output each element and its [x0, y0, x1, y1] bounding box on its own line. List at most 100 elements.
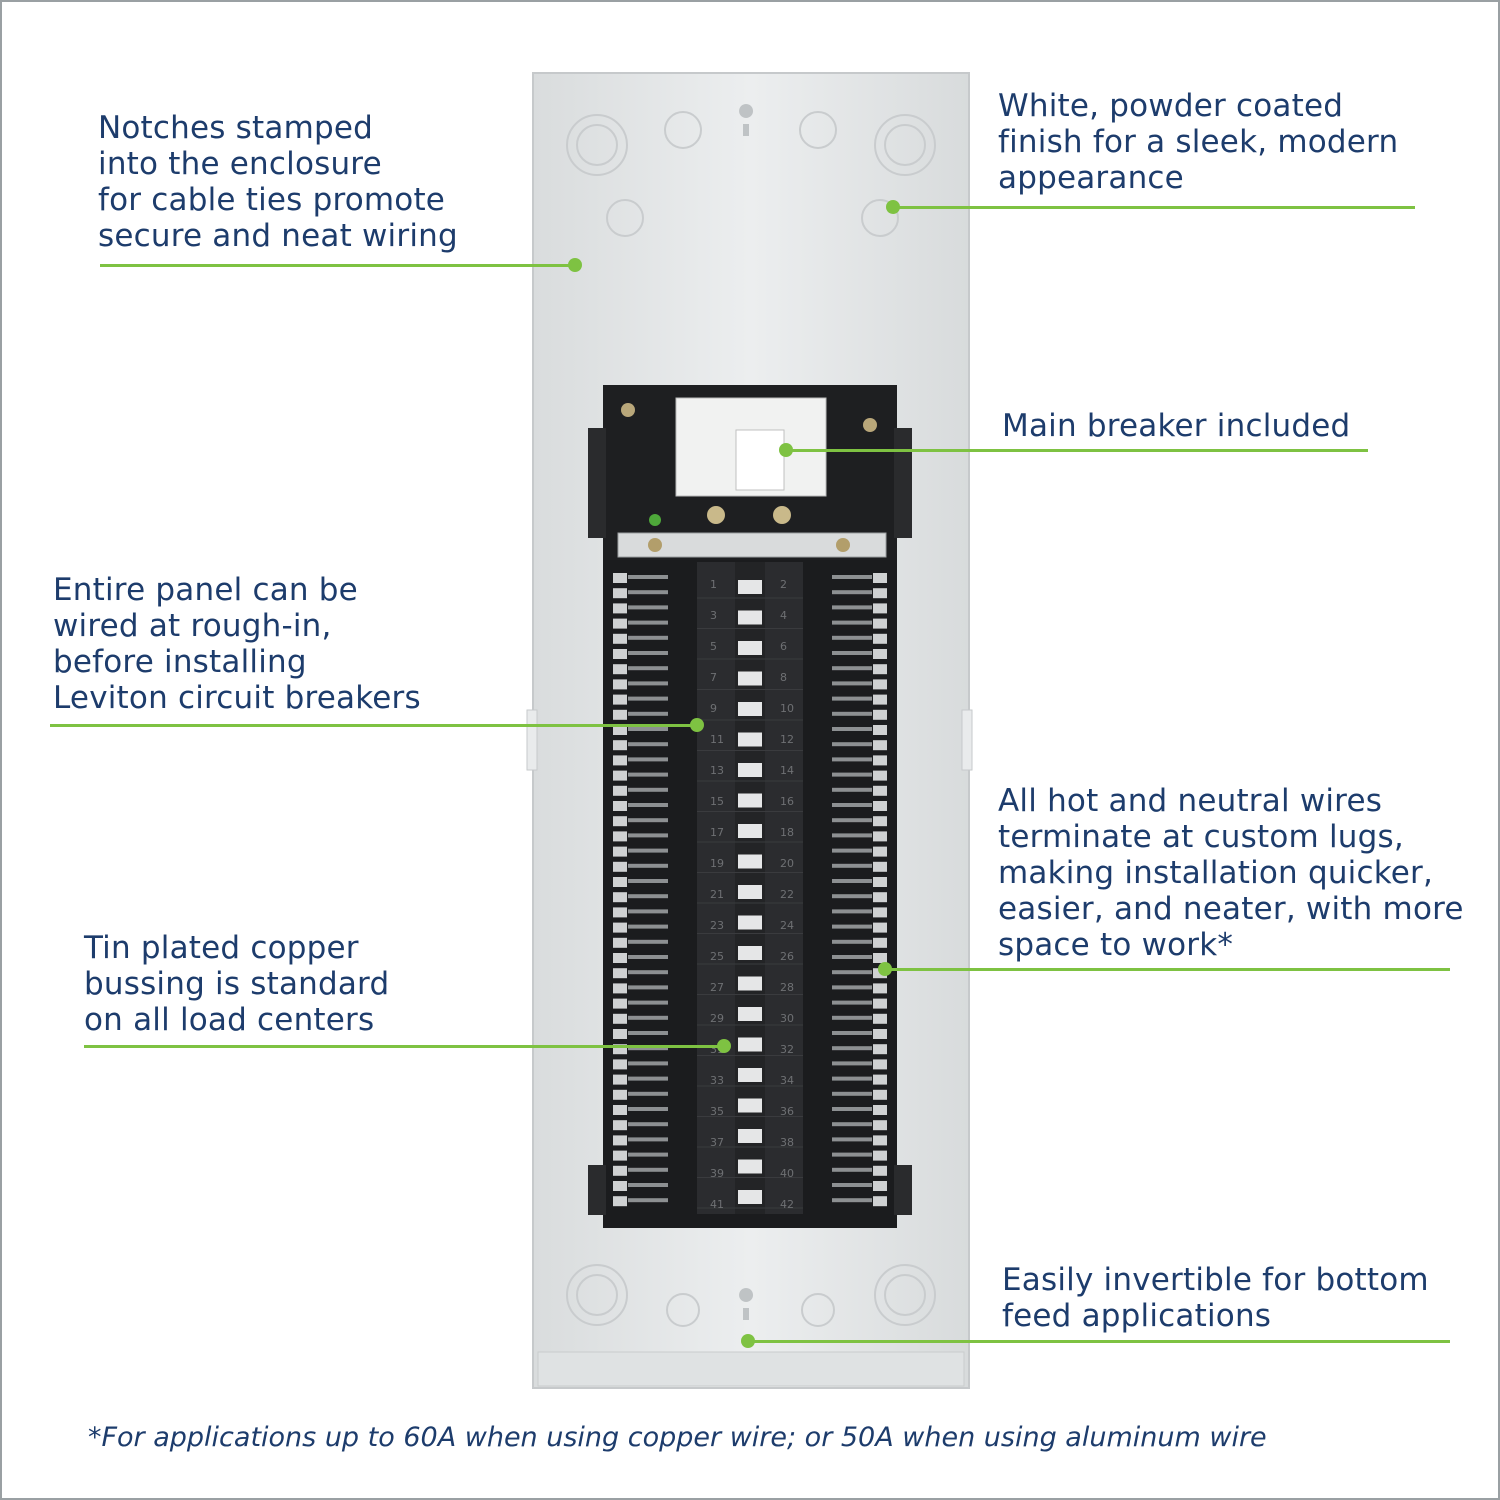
callout-lugs: All hot and neutral wires terminate at c…	[998, 783, 1464, 963]
lug-right	[873, 953, 887, 963]
lug-left	[613, 831, 627, 842]
circuit-number-right: 12	[780, 733, 794, 746]
lug-screw-left	[628, 818, 668, 823]
lug-screw-left	[628, 863, 668, 868]
bus-stab	[738, 885, 762, 899]
lug-right	[873, 1089, 887, 1100]
lug-left	[613, 1089, 627, 1100]
lug-screw-right	[832, 833, 872, 838]
circuit-number-right: 42	[780, 1198, 794, 1211]
lug-right	[873, 816, 887, 827]
lug-screw-left	[628, 1183, 668, 1187]
lug-screw-right	[832, 727, 872, 731]
leader-rough-in	[50, 724, 697, 727]
callout-lugs-line-4: easier, and neater, with more	[998, 891, 1464, 927]
lug-screw-right	[832, 1137, 872, 1142]
lug-screw-left	[628, 1152, 668, 1157]
bus-stab	[738, 1190, 762, 1204]
lug-screw-left	[628, 1046, 668, 1051]
lug-right	[873, 877, 887, 887]
lug-right	[873, 1074, 887, 1085]
bus-stab	[738, 702, 762, 716]
pointer-dot-lugs	[878, 962, 892, 976]
pointer-dot-finish	[886, 200, 900, 214]
lug-screw-right	[832, 711, 872, 716]
lug-left	[613, 922, 627, 933]
leader-lugs	[885, 968, 1450, 971]
lug-left	[613, 664, 627, 675]
circuit-number-right: 8	[780, 671, 787, 684]
lug-left	[613, 861, 627, 872]
lug-right	[873, 664, 887, 675]
lug-right	[873, 1013, 887, 1024]
pointer-dot-notches	[568, 258, 582, 272]
bus-stab	[738, 824, 762, 838]
lug-left	[613, 1120, 627, 1131]
lug-left	[613, 770, 627, 781]
pointer-dot-invertible	[741, 1334, 755, 1348]
callout-main-breaker: Main breaker included	[1002, 408, 1350, 444]
bus-stab	[738, 976, 762, 991]
lug-screw-left	[628, 955, 668, 959]
lug-screw-right	[832, 848, 872, 853]
lug-left	[613, 1165, 627, 1176]
lug-screw-left	[628, 1167, 668, 1172]
lug-left	[613, 953, 627, 963]
lug-screw-right	[832, 803, 872, 807]
bus-stab	[738, 763, 762, 777]
lug-right	[873, 1059, 887, 1070]
circuit-number-left: 33	[710, 1074, 724, 1087]
circuit-number-right: 28	[780, 981, 794, 994]
callout-notches-line-3: for cable ties promote	[98, 182, 446, 218]
lug-left	[613, 892, 627, 903]
callout-rough-in-line-4: Leviton circuit breakers	[53, 680, 421, 716]
lug-left	[613, 907, 627, 918]
lug-screw-right	[832, 590, 872, 595]
lug-right	[873, 633, 887, 644]
lug-screw-left	[628, 575, 668, 579]
lug-right	[873, 740, 887, 751]
callout-rough-in-line-1: Entire panel can be	[53, 572, 358, 608]
lug-screw-left	[628, 772, 668, 777]
lug-screw-right	[832, 757, 872, 762]
lug-left	[613, 740, 627, 751]
lug-left	[613, 725, 627, 735]
lug-left	[613, 1059, 627, 1070]
circuit-number-right: 34	[780, 1074, 794, 1087]
bus-stab	[738, 580, 762, 594]
lug-screw-left	[628, 894, 668, 899]
keyhole-bottom	[739, 1288, 754, 1320]
lug-right	[873, 1044, 887, 1055]
lug-left	[613, 1181, 627, 1191]
lug-right	[873, 679, 887, 690]
circuit-number-left: 7	[710, 671, 717, 684]
circuit-number-right: 16	[780, 795, 794, 808]
lug-left	[613, 877, 627, 887]
lug-left	[613, 983, 627, 994]
leader-notches	[100, 264, 575, 267]
lug-screw-left	[628, 1015, 668, 1020]
circuit-number-right: 30	[780, 1012, 794, 1025]
circuit-number-left: 5	[710, 640, 717, 653]
lug-screw-left	[628, 1122, 668, 1127]
footnote: *For applications up to 60A when using c…	[88, 1422, 1267, 1453]
circuit-number-right: 36	[780, 1105, 794, 1118]
lug-screw-right	[832, 742, 872, 747]
circuit-number-left: 9	[710, 702, 717, 715]
lug-right	[873, 725, 887, 735]
lug-strip-left	[613, 573, 668, 1207]
lug-left	[613, 1196, 627, 1207]
callout-notches-line-2: into the enclosure	[98, 146, 382, 182]
lug-screw-left	[628, 696, 668, 701]
lug-left	[613, 603, 627, 614]
lug-left	[613, 588, 627, 599]
lug-screw-left	[628, 909, 668, 914]
callout-notches-line-4: secure and neat wiring	[98, 218, 458, 254]
pointer-dot-rough-in	[690, 718, 704, 732]
lug-right	[873, 1120, 887, 1131]
lug-right	[873, 861, 887, 872]
lug-screw-right	[832, 1046, 872, 1051]
lug-screw-right	[832, 1122, 872, 1127]
lug-screw-left	[628, 985, 668, 990]
knockouts-top	[566, 111, 936, 237]
